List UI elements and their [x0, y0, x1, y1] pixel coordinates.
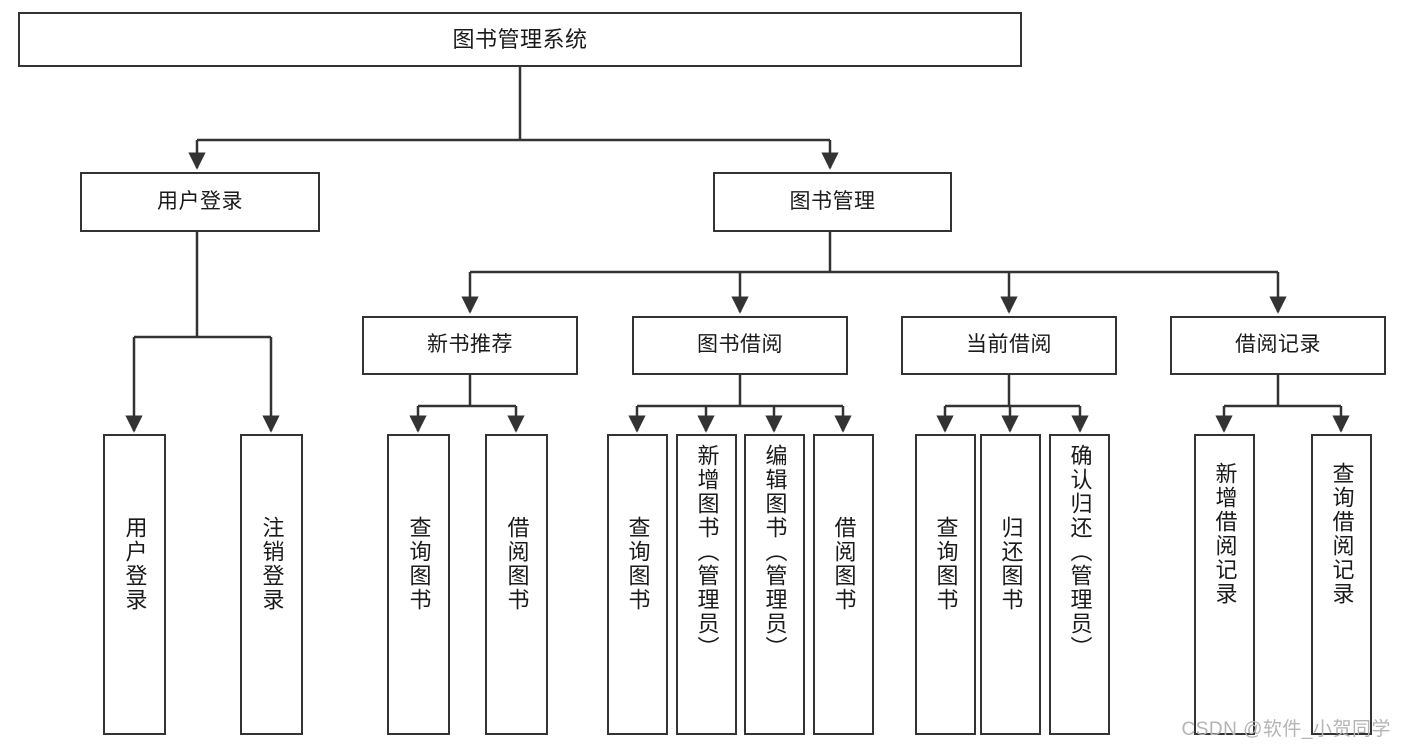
node-label: 当前借阅: [966, 333, 1052, 357]
leaf-nb-query-book[interactable]: 查询图书: [387, 434, 450, 735]
node-label: 编辑图书（管理员）: [762, 444, 788, 660]
leaf-bb-borrow-book[interactable]: 借阅图书: [813, 434, 874, 735]
node-label: 确认归还（管理员）: [1067, 444, 1093, 660]
node-label: 图书借阅: [697, 333, 783, 357]
node-label: 用户登录: [157, 189, 243, 213]
leaf-cb-confirm-return-admin[interactable]: 确认归还（管理员）: [1049, 434, 1110, 735]
leaf-bb-add-book-admin[interactable]: 新增图书（管理员）: [676, 434, 737, 735]
leaf-br-query-record[interactable]: 查询借阅记录: [1311, 434, 1372, 735]
node-label: 查询图书: [406, 516, 432, 612]
watermark-text: CSDN @软件_小贺同学: [1181, 719, 1391, 740]
node-label: 借阅图书: [831, 516, 857, 612]
node-label: 新增借阅记录: [1212, 462, 1238, 606]
leaf-logout[interactable]: 注销登录: [240, 434, 303, 735]
node-label: 查询图书: [933, 516, 959, 612]
node-label: 新书推荐: [427, 333, 513, 357]
node-label: 图书管理系统: [452, 26, 588, 52]
node-user-login[interactable]: 用户登录: [80, 172, 320, 232]
leaf-cb-query-book[interactable]: 查询图书: [915, 434, 976, 735]
node-borrow-records[interactable]: 借阅记录: [1170, 316, 1386, 375]
leaf-bb-edit-book-admin[interactable]: 编辑图书（管理员）: [744, 434, 805, 735]
leaf-br-add-record[interactable]: 新增借阅记录: [1194, 434, 1255, 735]
node-label: 新增图书（管理员）: [694, 444, 720, 660]
leaf-user-login[interactable]: 用户登录: [103, 434, 166, 735]
node-book-management[interactable]: 图书管理: [713, 172, 952, 232]
node-book-borrow[interactable]: 图书借阅: [632, 316, 848, 375]
node-new-book-recommend[interactable]: 新书推荐: [362, 316, 578, 375]
node-label: 注销登录: [259, 516, 285, 612]
leaf-nb-borrow-book[interactable]: 借阅图书: [485, 434, 548, 735]
node-label: 查询图书: [625, 516, 651, 612]
node-label: 查询借阅记录: [1329, 462, 1355, 606]
leaf-bb-query-book[interactable]: 查询图书: [607, 434, 668, 735]
leaf-cb-return-book[interactable]: 归还图书: [980, 434, 1041, 735]
node-current-borrow[interactable]: 当前借阅: [901, 316, 1117, 375]
node-label: 图书管理: [789, 189, 876, 213]
node-root-book-management-system[interactable]: 图书管理系统: [18, 12, 1022, 67]
node-label: 借阅图书: [504, 516, 530, 612]
node-label: 用户登录: [122, 516, 148, 612]
node-label: 借阅记录: [1235, 333, 1321, 357]
node-label: 归还图书: [998, 516, 1024, 612]
